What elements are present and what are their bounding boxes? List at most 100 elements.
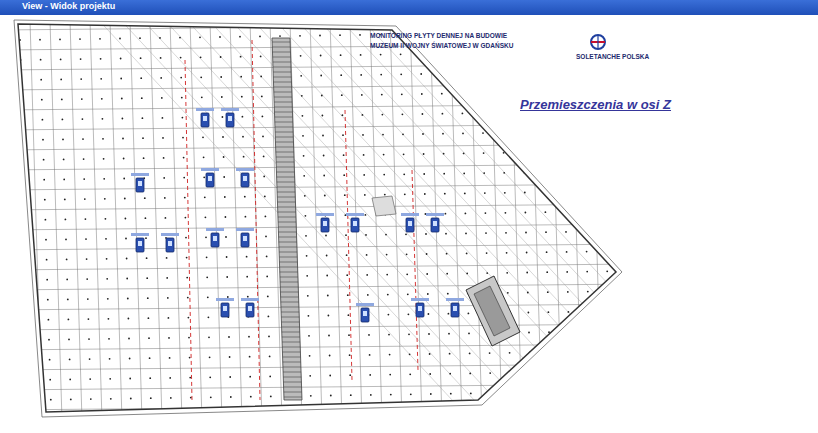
grid-dot <box>480 52 482 54</box>
grid-dot <box>60 59 62 61</box>
grid-dot <box>525 232 527 234</box>
grid-dot <box>423 153 425 155</box>
grid-dot <box>411 413 413 415</box>
grid-dot <box>267 296 269 298</box>
grid-dot <box>143 157 145 159</box>
grid-dot <box>466 253 468 255</box>
sensor-tag <box>196 108 214 111</box>
grid-dot <box>210 396 212 398</box>
grid-line <box>310 20 322 420</box>
grid-line <box>366 0 766 430</box>
grid-line <box>50 20 62 420</box>
grid-dot <box>507 292 509 294</box>
grid-dot <box>110 398 112 400</box>
grid-dot <box>428 333 430 335</box>
grid-dot <box>23 179 25 181</box>
grid-dot <box>601 90 603 92</box>
hatch-line <box>275 137 293 138</box>
sensor-tag <box>346 213 364 216</box>
grid-dot <box>168 337 170 339</box>
grid-dot <box>386 254 388 256</box>
grid-dot <box>111 418 113 420</box>
grid-dot <box>145 237 147 239</box>
grid-dot <box>343 174 345 176</box>
grid-dot <box>246 276 248 278</box>
grid-dot <box>600 70 602 72</box>
grid-dot <box>102 138 104 140</box>
grid-dot <box>122 138 124 140</box>
hatch-line <box>278 222 296 223</box>
grid-line <box>454 0 818 430</box>
grid-dot <box>342 114 344 116</box>
grid-dot <box>442 113 444 115</box>
grid-dot <box>184 197 186 199</box>
sensor-tag <box>236 228 254 231</box>
grid-line <box>322 0 722 430</box>
grid-dot <box>308 315 310 317</box>
sensor-icon <box>211 233 219 247</box>
grid-line <box>450 20 462 420</box>
grid-dot <box>121 98 123 100</box>
sensor-icon <box>168 241 172 246</box>
grid-dot <box>551 411 553 413</box>
hatch-line <box>280 287 298 288</box>
grid-dot <box>620 50 622 52</box>
grid-dot <box>48 319 50 321</box>
grid-dot <box>423 173 425 175</box>
grid-dot <box>369 354 371 356</box>
sensor-icon <box>323 221 327 226</box>
grid-line <box>0 204 640 210</box>
grid-dot <box>202 136 204 138</box>
grid-dot <box>245 216 247 218</box>
grid-dot <box>190 397 192 399</box>
grid-dot <box>30 399 32 401</box>
hatch-line <box>272 42 290 43</box>
grid-dot <box>43 159 45 161</box>
grid-dot <box>510 392 512 394</box>
grid-dot <box>271 416 273 418</box>
grid-dot <box>251 416 253 418</box>
grid-dot <box>211 416 213 418</box>
grid-dot <box>123 158 125 160</box>
grid-dot <box>569 371 571 373</box>
grid-dot <box>566 251 568 253</box>
grid-dot <box>263 156 265 158</box>
grid-dot <box>605 230 607 232</box>
grid-dot <box>88 338 90 340</box>
grid-dot <box>369 374 371 376</box>
grid-dot <box>460 73 462 75</box>
grid-dot <box>626 270 628 272</box>
grid-dot <box>223 176 225 178</box>
grid-dot <box>303 155 305 157</box>
grid-dot <box>82 138 84 140</box>
sensor-tag <box>216 298 234 301</box>
grid-dot <box>427 293 429 295</box>
sensor-icon <box>136 178 144 192</box>
grid-line <box>610 20 622 420</box>
grid-dot <box>480 72 482 74</box>
logo <box>591 35 605 49</box>
grid-dot <box>626 250 628 252</box>
grid-dot <box>463 153 465 155</box>
grid-dot <box>148 317 150 319</box>
grid-dot <box>186 257 188 259</box>
grid-line <box>230 20 242 420</box>
grid-line <box>0 164 640 170</box>
grid-line <box>130 20 142 420</box>
hatch-line <box>283 372 301 373</box>
grid-line <box>212 0 612 430</box>
grid-dot <box>647 290 649 292</box>
grid-dot <box>346 254 348 256</box>
grid-dot <box>169 377 171 379</box>
grid-dot <box>409 353 411 355</box>
grid-dot <box>643 150 645 152</box>
grid-line <box>234 0 634 430</box>
grid-dot <box>326 255 328 257</box>
grid-dot <box>628 330 630 332</box>
grid-dot <box>141 97 143 99</box>
grid-dot <box>429 353 431 355</box>
project-header: MUZEUM II WOJNY ŚWIATOWEJ W GDAŃSKU <box>370 42 513 49</box>
grid-dot <box>240 76 242 78</box>
sensor-tag <box>316 213 334 216</box>
grid-dot <box>165 217 167 219</box>
